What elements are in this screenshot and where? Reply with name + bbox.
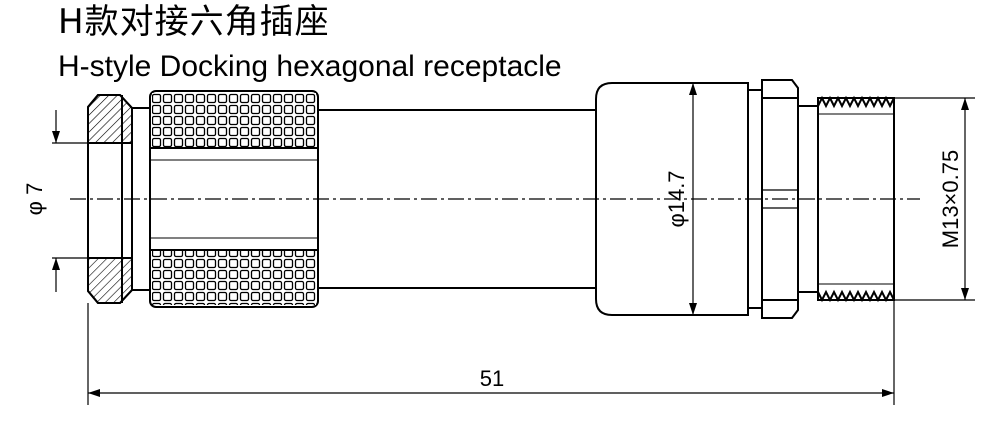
left-diameter-label: φ 7 [22, 183, 47, 216]
shaft [318, 109, 596, 289]
title-english: H-style Docking hexagonal receptacle [58, 50, 562, 83]
dimension-overall-length [87, 300, 895, 405]
title-chinese: H款对接六角插座 [58, 2, 330, 42]
connector-body [87, 79, 895, 319]
thread-label: M13×0.75 [938, 150, 963, 248]
knurled-coupling-nut [149, 90, 319, 308]
body-diameter-label: φ14.7 [664, 170, 689, 227]
dimension-left-diameter [52, 110, 88, 292]
dimension-thread [894, 97, 975, 301]
overall-length-label: 51 [480, 366, 504, 391]
dimension-body-diameter [689, 83, 697, 315]
